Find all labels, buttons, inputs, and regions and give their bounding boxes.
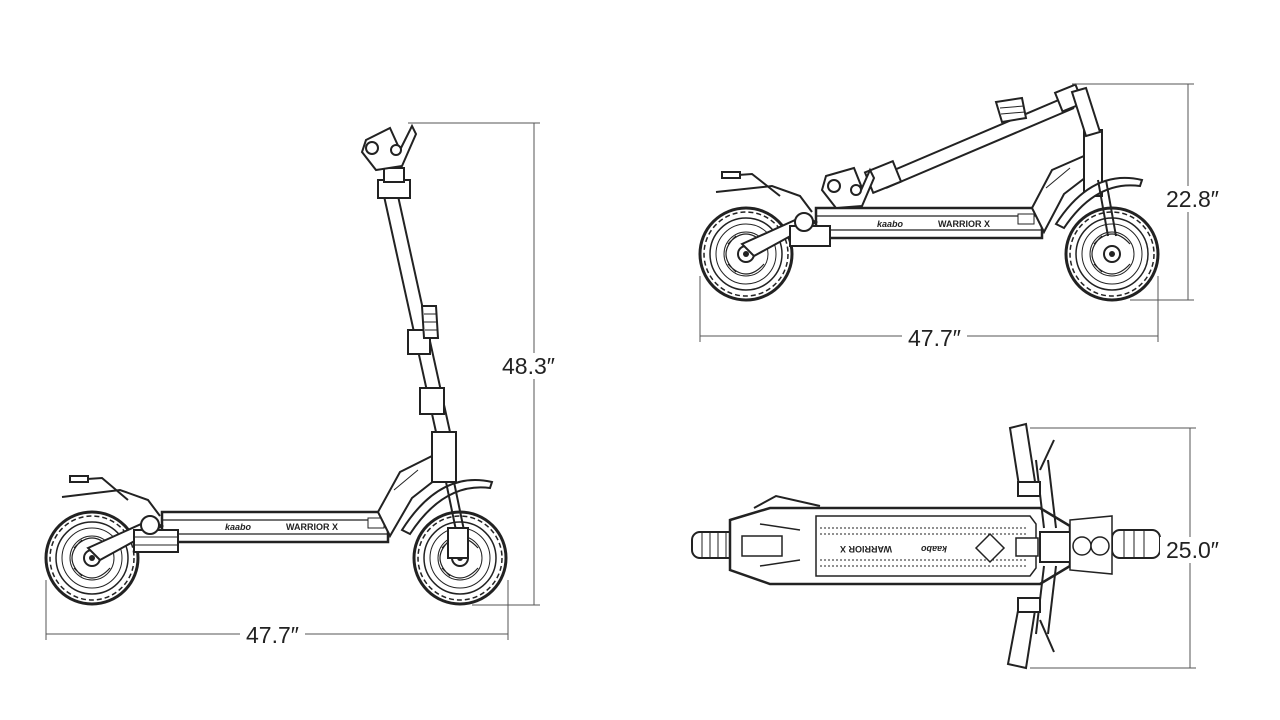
side-view-height-label: 48.3″ — [496, 353, 561, 379]
folded-view-rear-wheel — [698, 206, 794, 302]
top-view-width-label: 25.0″ — [1160, 537, 1225, 563]
side-view-rear-assembly — [61, 475, 179, 562]
side-view-deck — [160, 510, 390, 544]
folded-view-height-label: 22.8″ — [1160, 186, 1225, 212]
folded-view-rear-assembly — [715, 171, 831, 258]
side-deck-brand: kaabo — [225, 522, 252, 532]
folded-deck-brand: kaabo — [877, 219, 904, 229]
folded-view-length-label: 47.7″ — [902, 325, 967, 351]
top-view-rear-tire — [691, 531, 739, 559]
folded-deck-model: WARRIOR X — [938, 219, 990, 229]
folded-view: kaabo WARRIOR X — [698, 83, 1194, 342]
top-view-front-tire — [1111, 529, 1161, 559]
top-view-handlebar — [1006, 422, 1057, 670]
side-view-rear-wheel — [44, 510, 140, 606]
side-view: kaabo WARRIOR X — [44, 122, 540, 640]
side-deck-model: WARRIOR X — [286, 522, 338, 532]
top-deck-brand: kaabo — [920, 544, 947, 554]
folded-view-front-assembly — [820, 83, 1144, 237]
top-view-deck — [728, 494, 1113, 586]
side-view-front-assembly — [360, 123, 494, 559]
folded-view-front-wheel — [1064, 206, 1160, 302]
top-deck-model: WARRIOR X — [840, 544, 892, 554]
top-view: kaabo WARRIOR X — [691, 422, 1196, 670]
side-view-length-label: 47.7″ — [240, 622, 305, 648]
folded-view-deck — [814, 206, 1044, 240]
